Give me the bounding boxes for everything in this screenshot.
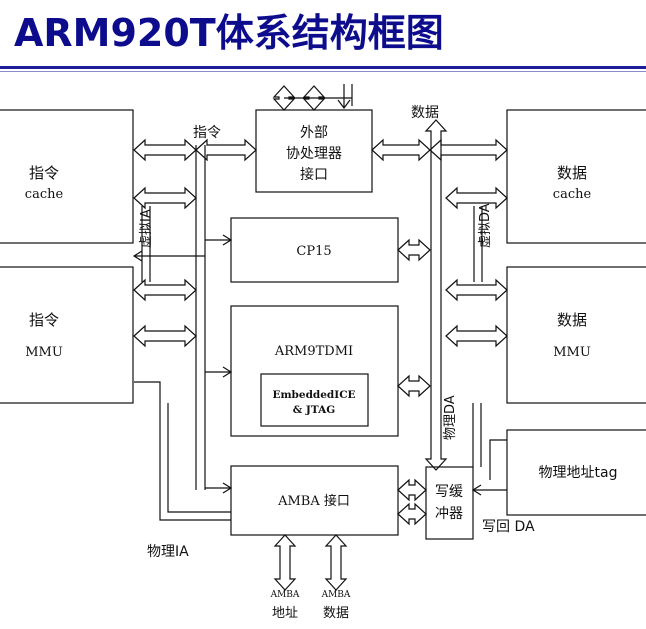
virtual-da-label: 虚拟DA [478, 203, 493, 248]
immu-label-2: MMU [25, 345, 63, 360]
dcache-label-2: cache [553, 187, 592, 202]
cp15-data-arrow [397, 238, 431, 262]
physical-da-bus [472, 403, 482, 467]
physical-ia-lines [134, 381, 231, 521]
physical-address-tag-block [506, 429, 646, 516]
cp15-label: CP15 [296, 244, 331, 259]
arm9tdmi-core-block [230, 305, 399, 437]
dmmu-label-2: MMU [553, 345, 591, 360]
dmmu-upper-arrow [445, 278, 508, 302]
amba-data-label-2: 数据 [323, 606, 349, 621]
ptag-line [489, 439, 507, 480]
icache-label-2: cache [25, 187, 64, 202]
title-divider [0, 66, 646, 69]
embeddedice-jtag-block [260, 373, 369, 427]
page-title: ARM920T体系结构框图 [14, 11, 444, 55]
instruction-mmu-block [0, 266, 134, 404]
core-label: ARM9TDMI [274, 344, 353, 359]
amba-address-arrow [273, 534, 297, 591]
data-bus-vertical [424, 119, 448, 471]
immu-label-1: 指令 [29, 311, 59, 329]
coproc-data-arrow [371, 138, 431, 162]
ptag-to-wbuf-arrow [471, 484, 507, 496]
write-buffer-label-1: 写缓 [435, 484, 463, 500]
dcache-lower-arrow [445, 186, 508, 210]
immu-lower-arrow [133, 324, 197, 348]
dcache-label-1: 数据 [557, 164, 587, 182]
physical-da-label: 物理DA [443, 395, 458, 440]
virtual-ia-label: 虚拟IA [139, 209, 154, 248]
physical-ia-label: 物理IA [147, 544, 189, 560]
amba-addr-label-1: AMBA [270, 590, 300, 600]
writeback-da-label: 写回 DA [482, 519, 535, 535]
write-buffer-block [425, 466, 474, 540]
immu-upper-arrow [133, 278, 197, 302]
amba-wbuf-arrow-1 [397, 478, 427, 502]
data-mmu-block [506, 266, 646, 404]
ice-data-arrow [397, 374, 431, 398]
immu-return-arrow [132, 250, 205, 262]
dmmu-lower-arrow [445, 324, 508, 348]
coproc-top-arrow-2 [302, 85, 326, 111]
coproc-top-arrow-3 [337, 84, 353, 109]
icache-label-1: 指令 [29, 164, 59, 182]
amba-label: AMBA 接口 [277, 493, 350, 509]
virtual-ia-bus [141, 206, 151, 282]
coproc-label-1: 外部 [300, 125, 328, 141]
instruction-bus-vertical [195, 145, 206, 490]
icache-lower-arrow [133, 186, 197, 210]
coproc-label-2: 协处理器 [286, 146, 342, 162]
cp15-feed-arrow [205, 234, 233, 246]
title-divider-thin [0, 71, 646, 72]
icache-bus-arrow [133, 138, 197, 162]
data-cache-block [506, 109, 646, 244]
instruction-cache-block [0, 109, 134, 244]
dmmu-label-1: 数据 [557, 311, 587, 329]
instr-bus-label: 指令 [193, 125, 221, 141]
write-buffer-label-2: 冲器 [435, 506, 463, 522]
coproc-instr-arrow [195, 138, 257, 162]
amba-data-arrow [324, 534, 348, 591]
core-feed-arrow [205, 366, 233, 378]
amba-data-label-1: AMBA [321, 590, 351, 600]
ice-label-1: EmbeddedICE [272, 389, 355, 401]
amba-feed-arrow [205, 482, 233, 494]
amba-wbuf-arrow-2 [397, 502, 427, 526]
ice-label-2: & JTAG [293, 404, 335, 416]
amba-addr-label-2: 地址 [272, 606, 298, 621]
virtual-da-bus [473, 206, 483, 282]
ptag-label: 物理地址tag [539, 465, 618, 481]
coproc-top-arrow-1 [272, 85, 296, 111]
coproc-label-3: 接口 [300, 166, 328, 183]
amba-interface-block [230, 465, 399, 536]
data-bus-label: 数据 [411, 105, 439, 121]
